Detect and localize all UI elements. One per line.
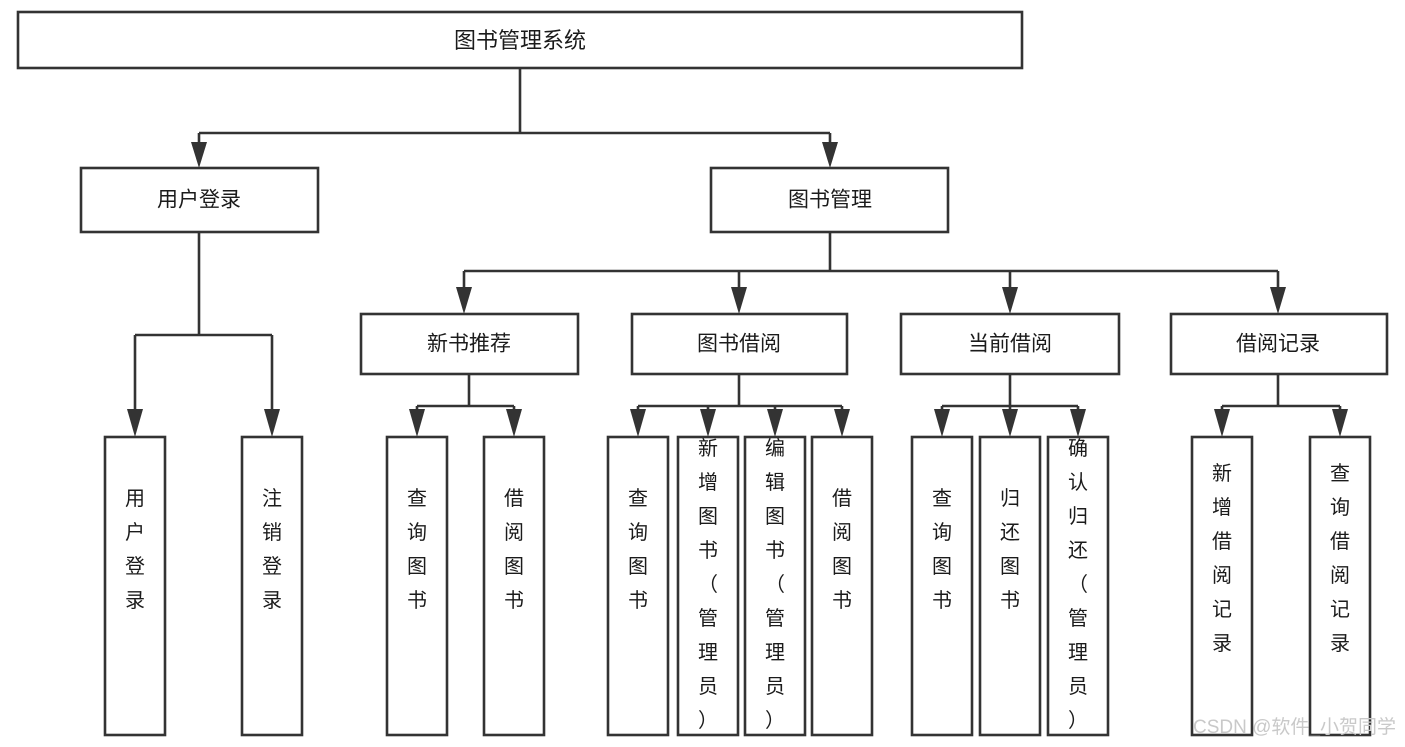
leaf-node[interactable]: 确认归还（管理员） — [1046, 435, 1110, 737]
book-borrow-leaf-4-label: 借阅图书 — [832, 487, 852, 612]
leaf-node[interactable]: 用户登录 — [103, 435, 167, 737]
current-borrow-leaf-3-box[interactable] — [1046, 435, 1110, 737]
new-book-recommend-box[interactable] — [359, 312, 580, 376]
new-book-leaf-2-label: 借阅图书 — [504, 487, 524, 612]
leaf-node[interactable]: 新增图书（管理员） — [676, 435, 740, 737]
current-borrow-leaf-2-label: 归还图书 — [1000, 487, 1020, 612]
node-new-book-recommend[interactable]: 新书推荐 — [359, 312, 580, 376]
leaf-node[interactable]: 新增借阅记录 — [1190, 435, 1254, 737]
leaf-node[interactable]: 查询图书 — [910, 435, 974, 737]
leaf-node[interactable]: 查询图书 — [385, 435, 449, 737]
leaf-node[interactable]: 注销登录 — [240, 435, 304, 737]
arrow-book-manage-child-3 — [1002, 287, 1018, 314]
leaf-node[interactable]: 借阅图书 — [482, 435, 546, 737]
node-book-borrow[interactable]: 图书借阅 — [630, 312, 849, 376]
current-borrow-leaf-3-label: 确认归还（管理员） — [1068, 437, 1088, 732]
user-login-leaf-1-label: 用户登录 — [125, 488, 145, 612]
current-borrow-label: 当前借阅 — [968, 333, 1052, 356]
book-borrow-box[interactable] — [630, 312, 849, 376]
arrow-new-book-leaf-2 — [506, 409, 522, 437]
book-borrow-leaf-3-box[interactable] — [743, 435, 807, 737]
arrow-new-book-leaf-1 — [409, 409, 425, 437]
arrow-current-borrow-leaf-2 — [1002, 409, 1018, 437]
user-login-label: 用户登录 — [157, 189, 241, 212]
arrow-borrow-record-leaf-2 — [1332, 409, 1348, 437]
root-label: 图书管理系统 — [454, 28, 586, 53]
user-login-box[interactable] — [79, 166, 320, 234]
node-borrow-record[interactable]: 借阅记录 — [1169, 312, 1389, 376]
arrow-root-to-user-login — [191, 142, 207, 168]
borrow-record-label: 借阅记录 — [1236, 333, 1320, 356]
book-borrow-leaf-1-box[interactable] — [606, 435, 670, 737]
current-borrow-leaf-2-box[interactable] — [978, 435, 1042, 737]
borrow-record-leaf-1-box[interactable] — [1190, 435, 1254, 737]
new-book-leaf-1-label: 查询图书 — [407, 487, 427, 612]
user-login-leaf-2-box[interactable] — [240, 435, 304, 737]
borrow-record-leaf-1-label: 新增借阅记录 — [1212, 462, 1232, 655]
new-book-leaf-2-box[interactable] — [482, 435, 546, 737]
borrow-record-leaf-2-label: 查询借阅记录 — [1330, 462, 1350, 655]
node-current-borrow[interactable]: 当前借阅 — [899, 312, 1121, 376]
arrow-book-manage-child-4 — [1270, 287, 1286, 314]
arrow-user-login-leaf-2 — [264, 409, 280, 437]
arrow-root-to-book-manage — [822, 142, 838, 168]
leaf-node[interactable]: 查询图书 — [606, 435, 670, 737]
csdn-watermark: CSDN @软件_小贺同学 — [1193, 716, 1396, 738]
current-borrow-leaf-1-label: 查询图书 — [932, 487, 952, 612]
leaf-node[interactable]: 编辑图书（管理员） — [743, 435, 807, 737]
borrow-record-leaf-2-box[interactable] — [1308, 435, 1372, 737]
new-book-recommend-label: 新书推荐 — [427, 333, 511, 356]
arrow-current-borrow-leaf-3 — [1070, 409, 1086, 437]
book-manage-label: 图书管理 — [788, 189, 872, 212]
node-user-login[interactable]: 用户登录 — [79, 166, 320, 234]
book-borrow-leaf-2-label: 新增图书（管理员） — [698, 437, 718, 732]
connector-layer — [127, 68, 1348, 437]
book-borrow-leaf-3-label: 编辑图书（管理员） — [765, 437, 785, 732]
current-borrow-leaf-1-box[interactable] — [910, 435, 974, 737]
arrow-current-borrow-leaf-1 — [934, 409, 950, 437]
arrow-book-borrow-leaf-2 — [700, 409, 716, 437]
node-root[interactable]: 图书管理系统 — [16, 10, 1024, 70]
arrow-book-manage-child-1 — [456, 287, 472, 314]
arrow-book-borrow-leaf-1 — [630, 409, 646, 437]
book-borrow-leaf-2-box[interactable] — [676, 435, 740, 737]
book-manage-box[interactable] — [709, 166, 950, 234]
new-book-leaf-1-box[interactable] — [385, 435, 449, 737]
book-borrow-leaf-1-label: 查询图书 — [628, 487, 648, 612]
borrow-record-box[interactable] — [1169, 312, 1389, 376]
user-login-leaf-2-label: 注销登录 — [262, 487, 282, 612]
arrow-borrow-record-leaf-1 — [1214, 409, 1230, 437]
arrow-book-borrow-leaf-3 — [767, 409, 783, 437]
arrow-book-borrow-leaf-4 — [834, 409, 850, 437]
arrow-book-manage-child-2 — [731, 287, 747, 314]
current-borrow-box[interactable] — [899, 312, 1121, 376]
leaf-node[interactable]: 查询借阅记录 — [1308, 435, 1372, 737]
book-borrow-leaf-4-box[interactable] — [810, 435, 874, 737]
root-box[interactable] — [16, 10, 1024, 70]
arrow-user-login-leaf-1 — [127, 409, 143, 437]
leaf-node[interactable]: 借阅图书 — [810, 435, 874, 737]
leaf-node[interactable]: 归还图书 — [978, 435, 1042, 737]
node-book-manage[interactable]: 图书管理 — [709, 166, 950, 234]
book-borrow-label: 图书借阅 — [697, 333, 781, 356]
user-login-leaf-1-box[interactable] — [103, 435, 167, 737]
